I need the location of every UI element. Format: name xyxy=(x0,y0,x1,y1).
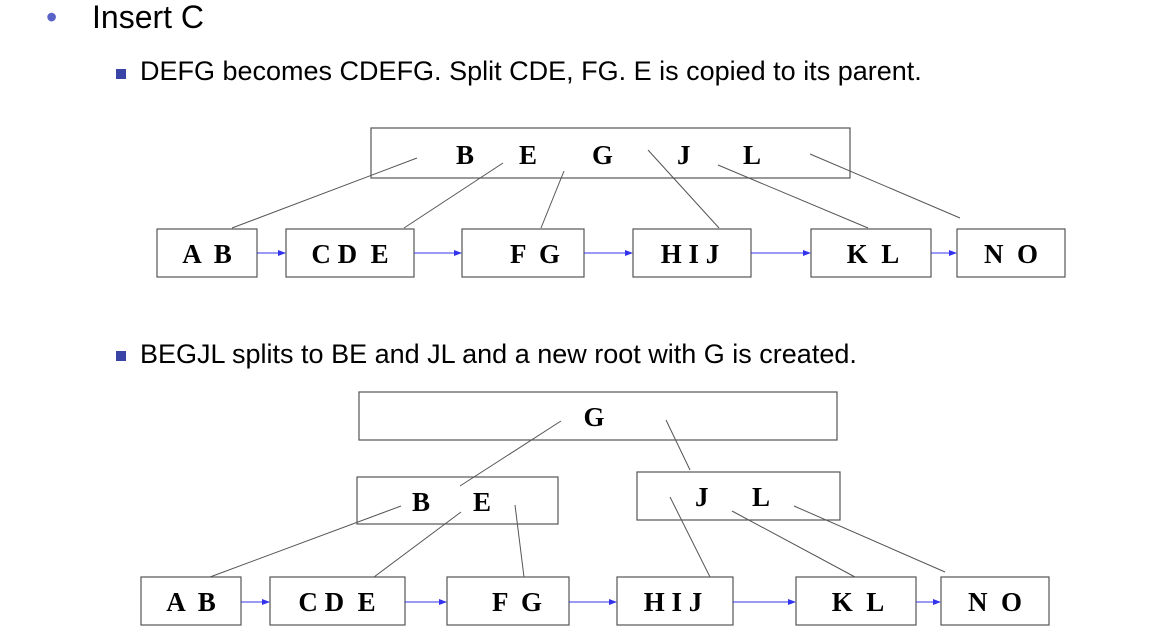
tree1-leaf-label: A B xyxy=(182,239,232,269)
tree2-edge xyxy=(514,504,525,578)
tree2-edge xyxy=(209,505,402,578)
tree1-root-key: L xyxy=(743,140,761,170)
tree2-internal-node-left xyxy=(356,476,559,525)
tree2-leaf-label: C D E xyxy=(298,587,375,617)
tree1-root-key: G xyxy=(592,140,613,170)
tree1-root-key: E xyxy=(519,140,537,170)
sub-bullet-1 xyxy=(116,69,126,79)
tree1: B E G J L A B C D E F G H I J K L N O xyxy=(156,127,1066,278)
tree1-edge xyxy=(403,162,504,229)
tree2: G B E J L A B C D E F G H I J K L N O xyxy=(140,391,1050,626)
tree2-leaf-label: K L xyxy=(832,587,885,617)
tree2-internal-key: E xyxy=(473,487,491,517)
sub-bullet-2 xyxy=(116,351,126,361)
tree1-leaf xyxy=(810,228,932,278)
tree2-internal-key: L xyxy=(752,482,770,512)
tree1-leaf-label: N O xyxy=(984,239,1038,269)
tree2-leaf-label: F G xyxy=(492,587,542,617)
tree2-edge xyxy=(669,496,711,578)
tree1-leaf xyxy=(461,228,585,278)
tree1-edge xyxy=(231,157,418,229)
tree2-leaf xyxy=(269,576,406,626)
tree2-leaf xyxy=(446,576,570,626)
tree2-edge xyxy=(793,505,946,573)
tree2-internal-key: J xyxy=(695,482,709,512)
tree1-leaf xyxy=(156,228,258,278)
tree2-root-node xyxy=(358,391,838,441)
tree2-edge xyxy=(373,511,462,578)
main-bullet: • xyxy=(46,0,58,35)
tree2-edge xyxy=(459,420,562,487)
tree1-edge xyxy=(540,170,565,229)
tree1-leaf-label: F G xyxy=(510,239,560,269)
tree2-edge xyxy=(665,419,691,471)
tree1-leaf-label: K L xyxy=(847,239,900,269)
tree2-leaf xyxy=(140,576,242,626)
tree2-leaf-label: N O xyxy=(968,587,1022,617)
tree1-leaf xyxy=(285,228,415,278)
tree1-root-node xyxy=(370,127,851,179)
tree2-leaf-label: A B xyxy=(166,587,216,617)
tree2-leaf xyxy=(795,576,917,626)
tree1-leaf-label: C D E xyxy=(311,239,388,269)
tree2-internal-key: B xyxy=(412,487,430,517)
tree1-leaf xyxy=(956,228,1066,278)
tree2-leaf-label: H I J xyxy=(644,587,703,617)
step1-text: DEFG becomes CDEFG. Split CDE, FG. E is … xyxy=(140,56,922,86)
tree1-leaf-label: H I J xyxy=(661,239,720,269)
tree1-edge xyxy=(809,153,961,219)
slide-heading: Insert C xyxy=(92,0,205,35)
tree1-root-key: B xyxy=(456,140,474,170)
tree2-root-key: G xyxy=(583,402,604,432)
tree1-edge xyxy=(717,164,869,229)
tree1-leaf xyxy=(632,228,752,278)
tree2-internal-node-right xyxy=(636,471,841,521)
tree2-leaf xyxy=(616,576,734,626)
tree2-edge xyxy=(731,510,856,578)
tree1-edge xyxy=(647,149,720,229)
tree1-root-key: J xyxy=(677,140,691,170)
step2-text: BEGJL splits to BE and JL and a new root… xyxy=(140,339,857,369)
tree2-leaf xyxy=(940,576,1050,626)
